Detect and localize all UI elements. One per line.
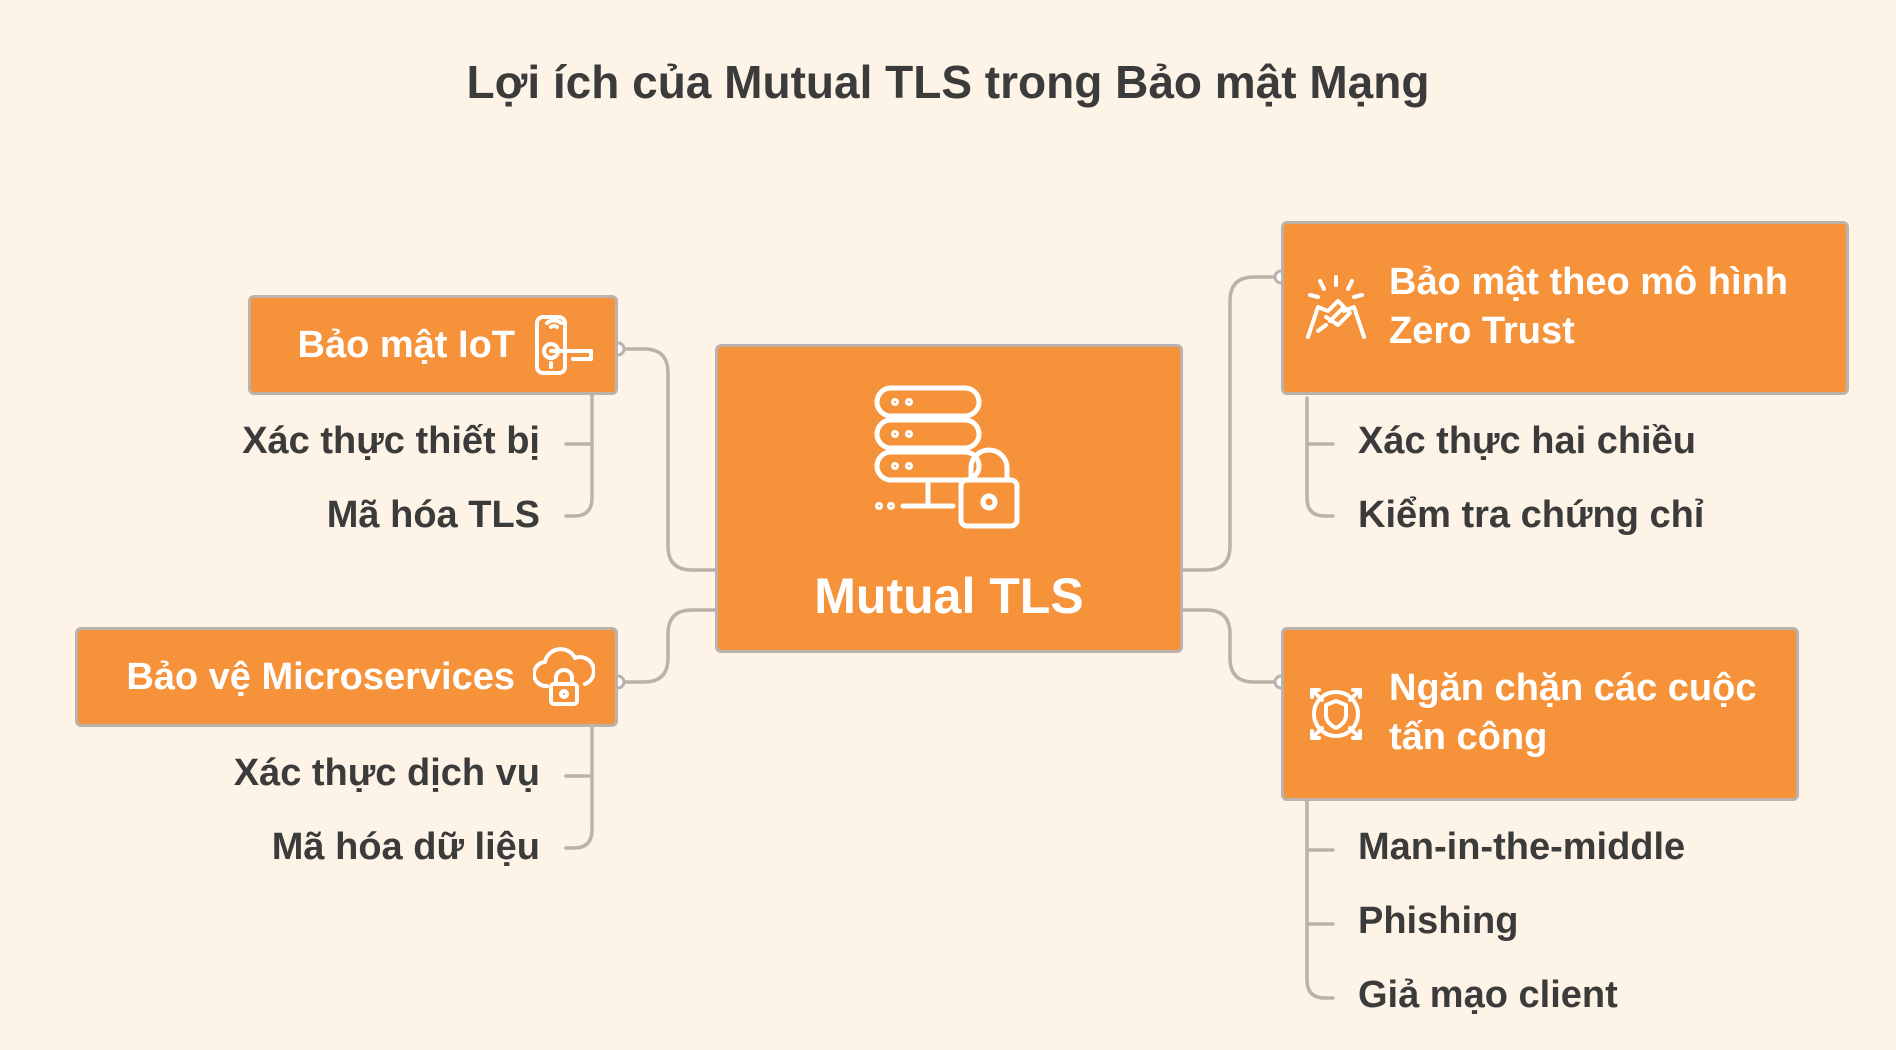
branch-attack-prevention-label: Ngăn chặn các cuộc tấn công: [1389, 664, 1829, 762]
iot-item-1: Xác thực thiết bị: [242, 420, 540, 462]
attack-item-1: Man-in-the-middle: [1358, 826, 1686, 868]
branch-microservices: Bảo vệ Microservices: [75, 627, 618, 727]
branch-zero-trust-label-line1: Bảo mật theo mô hình: [1389, 261, 1788, 303]
branch-zero-trust: Bảo mật theo mô hình Zero Trust: [1281, 221, 1849, 395]
zero-trust-item-2: Kiểm tra chứng chỉ: [1358, 494, 1705, 536]
branch-attack-prevention-label-line1: Ngăn chặn các cuộc: [1389, 667, 1757, 709]
microservices-item-1: Xác thực dịch vụ: [233, 752, 540, 794]
branch-attack-prevention-label-line2: tấn công: [1389, 716, 1548, 758]
server-lock-icon: [874, 385, 1020, 529]
page-title: Lợi ích của Mutual TLS trong Bảo mật Mạn…: [466, 56, 1430, 108]
attack-item-2: Phishing: [1358, 900, 1519, 942]
central-node: Mutual TLS: [715, 344, 1183, 653]
branch-iot-label: Bảo mật IoT: [297, 323, 515, 366]
cloud-lock-icon: [533, 647, 595, 706]
zero-trust-item-1: Xác thực hai chiều: [1358, 420, 1696, 462]
branch-zero-trust-label-line2: Zero Trust: [1389, 310, 1575, 352]
iot-item-2: Mã hóa TLS: [326, 494, 540, 536]
smart-lock-icon: [535, 315, 593, 375]
microservices-item-2: Mã hóa dữ liệu: [271, 826, 540, 868]
branch-zero-trust-label: Bảo mật theo mô hình Zero Trust: [1389, 258, 1829, 356]
branch-iot: Bảo mật IoT: [248, 295, 618, 395]
branch-attack-prevention: Ngăn chặn các cuộc tấn công: [1281, 627, 1799, 801]
branch-microservices-label: Bảo vệ Microservices: [126, 655, 515, 698]
shield-target-icon: [1310, 688, 1362, 740]
central-node-label: Mutual TLS: [814, 568, 1084, 624]
attack-item-3: Giả mạo client: [1358, 974, 1618, 1016]
handshake-icon: [1306, 275, 1366, 339]
